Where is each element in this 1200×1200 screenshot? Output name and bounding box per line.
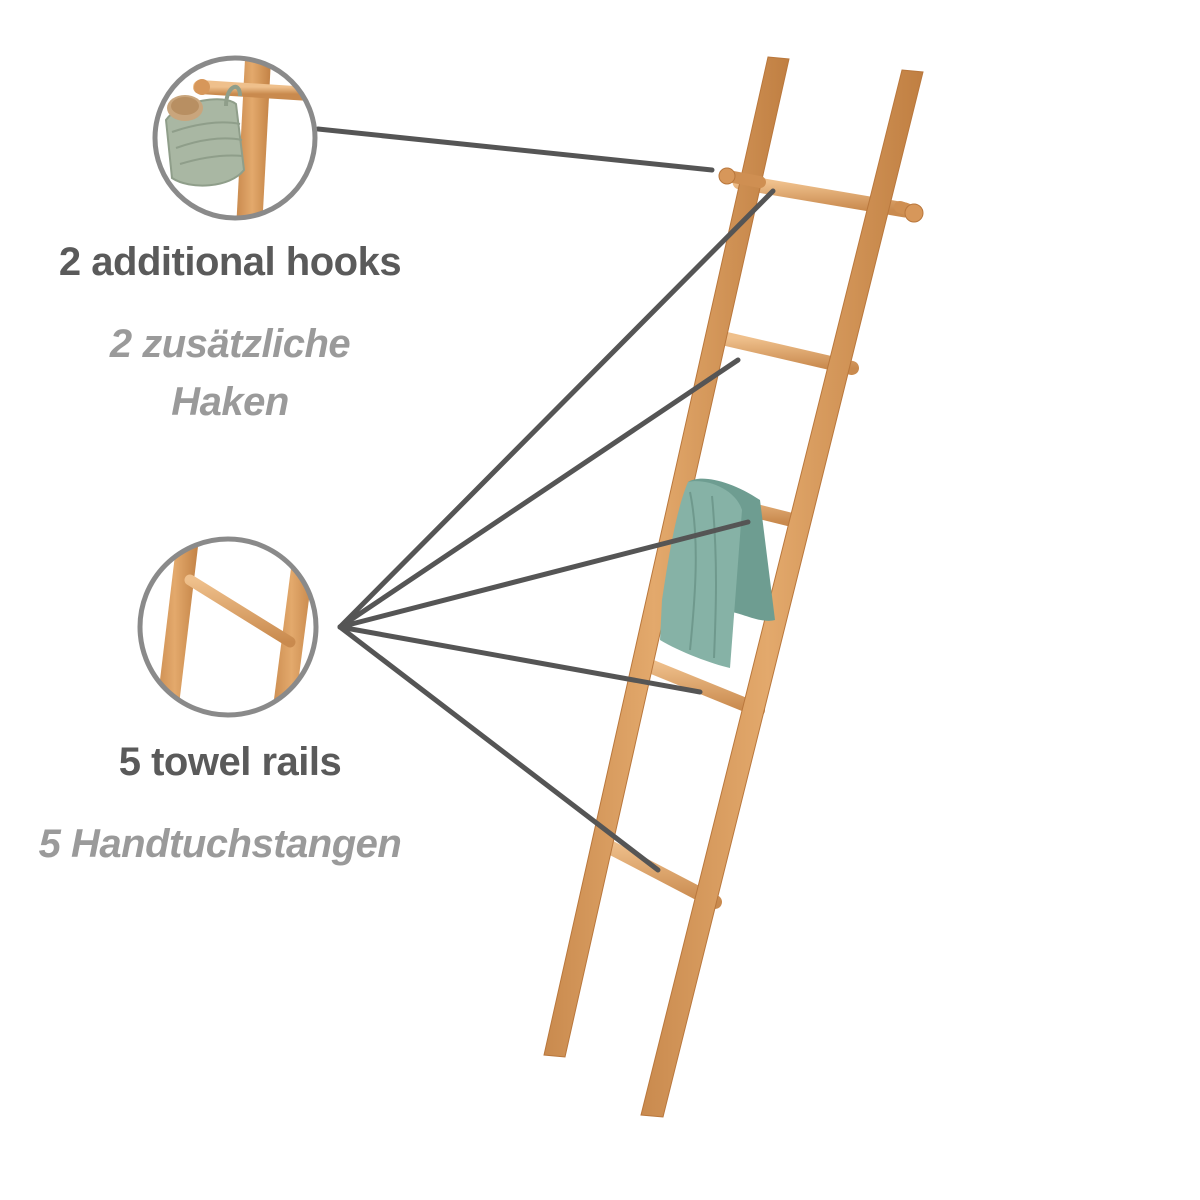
leader-lines [315, 126, 776, 873]
hooks-label-en: 2 additional hooks [58, 240, 402, 284]
hook-knobs [718, 167, 924, 223]
leader-hooks [315, 126, 715, 173]
hooks-label-de: 2 zusätzliche Haken [109, 322, 351, 424]
hooks-detail-circle [152, 55, 318, 221]
leader-rung-top [337, 188, 776, 630]
ladder [543, 56, 924, 1118]
leader-rung-1 [337, 357, 741, 630]
leader-rung-4 [337, 624, 661, 873]
rails-label-de: 5 Handtuchstangen [38, 822, 402, 866]
rung-3 [633, 655, 765, 717]
hook-knob-left [718, 167, 736, 185]
hook-knob-right [904, 203, 924, 223]
rails-detail-circle [137, 536, 319, 718]
ladder-left-rail [543, 56, 790, 1058]
rails-label-en: 5 towel rails [118, 740, 342, 784]
leader-rung-3 [337, 624, 703, 695]
leader-rung-2 [337, 519, 751, 630]
ladder-right-rail [640, 69, 924, 1118]
